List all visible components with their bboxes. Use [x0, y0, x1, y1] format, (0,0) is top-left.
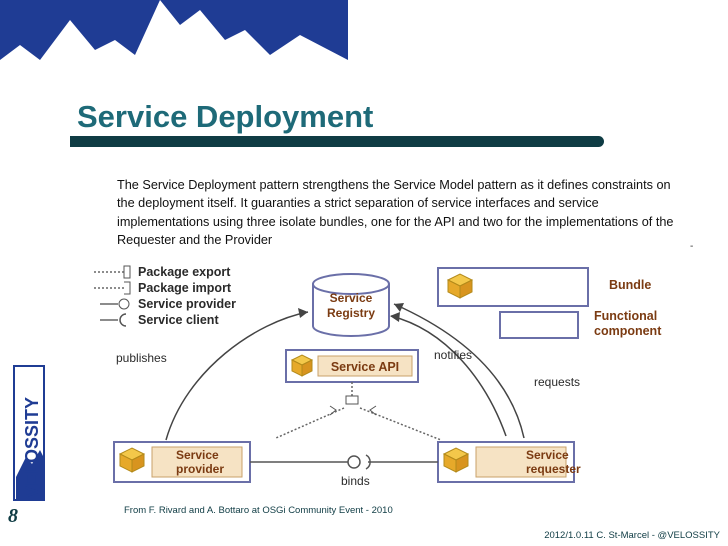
service-requester-bundle: Service requester — [437, 441, 581, 483]
service-api-bundle: Service API — [285, 349, 419, 383]
legend-package-export: Package export — [138, 265, 231, 279]
bundle-cube-icon — [446, 273, 474, 299]
service-provider-icon — [118, 298, 130, 310]
edge-label-notifies: notifies — [434, 348, 472, 362]
stray-dash: - — [690, 241, 694, 252]
package-import-icon — [124, 281, 131, 295]
credit-line: From F. Rivard and A. Bottaro at OSGi Co… — [124, 505, 393, 516]
binds-provider-icon — [347, 455, 361, 469]
registry-label-1: Service — [330, 291, 373, 305]
logo-text: VELOSSITY — [22, 397, 42, 498]
page-number: 8 — [8, 505, 18, 527]
requester-cube-icon — [442, 447, 470, 473]
functional-legend-line-1: Functional — [594, 309, 657, 323]
bundle-legend: Bundle Functional component — [437, 267, 662, 339]
provider-label-1: Service — [176, 448, 219, 462]
bundle-legend-label: Bundle — [609, 278, 651, 292]
package-export-icon — [123, 265, 131, 279]
edge-label-publishes: publishes — [116, 351, 167, 365]
service-provider-bundle: Service provider — [113, 441, 251, 483]
requester-label-2: requester — [526, 462, 581, 476]
service-api-label: Service API — [331, 360, 399, 374]
service-client-icon — [119, 313, 127, 327]
legend-package-import: Package import — [138, 281, 232, 295]
edge-label-requests: requests — [534, 375, 580, 389]
api-cube-icon — [290, 354, 314, 377]
deployment-diagram: Package export Package import Service pr… — [94, 265, 662, 488]
api-export-icon — [345, 395, 359, 405]
slide-title: Service Deployment — [77, 99, 374, 134]
title-underline-bar — [70, 136, 604, 147]
velossity-logo: VELOSSITY — [13, 365, 45, 501]
edge-label-binds: binds — [341, 474, 370, 488]
footer-text: 2012/1.0.11 C. St-Marcel - @VELOSSITY — [544, 530, 720, 541]
provider-label-2: provider — [176, 462, 224, 476]
service-registry: Service Registry — [312, 273, 390, 337]
functional-legend-line-2: component — [594, 324, 662, 338]
legend: Package export Package import Service pr… — [94, 265, 236, 327]
body-paragraph: The Service Deployment pattern strengthe… — [117, 178, 674, 247]
legend-service-provider: Service provider — [138, 297, 236, 311]
requester-label-1: Service — [526, 448, 569, 462]
provider-cube-icon — [118, 447, 146, 473]
registry-label-2: Registry — [327, 306, 375, 320]
functional-component-swatch — [499, 311, 579, 339]
mountain-header-art — [0, 0, 348, 150]
legend-service-client: Service client — [138, 313, 219, 327]
